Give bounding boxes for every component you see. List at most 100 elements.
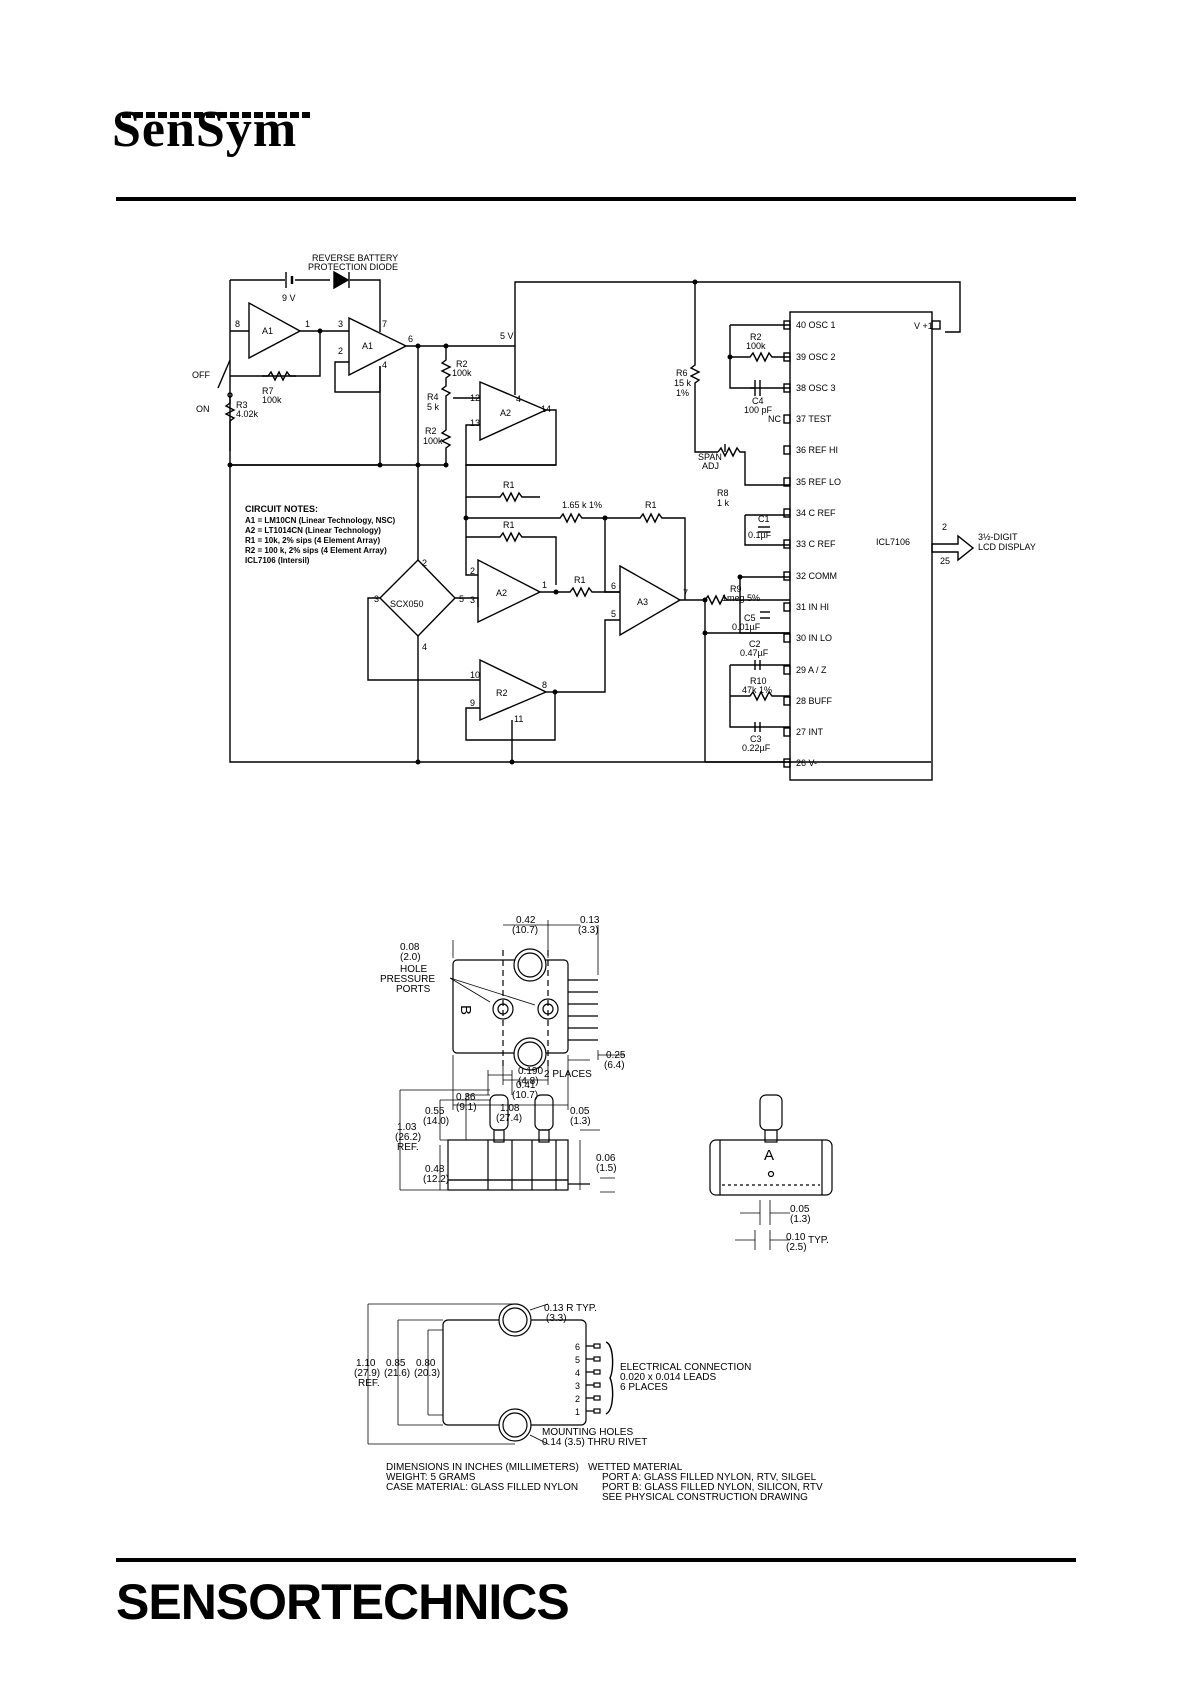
label-r6: R6 xyxy=(676,368,688,378)
label-r2c-value: 100k xyxy=(746,341,766,351)
label-a2-mid: A2 xyxy=(496,588,507,598)
dim-text: 1.10 xyxy=(356,1358,376,1369)
label-a2-top: A2 xyxy=(500,408,511,418)
dim-text: 0.48 xyxy=(425,1164,445,1175)
lead-brace xyxy=(605,1341,614,1415)
ic-pin-label: 37 TEST xyxy=(796,414,832,424)
ic-pin-label: 30 IN LO xyxy=(796,633,832,643)
dim-text: PRESSURE xyxy=(380,974,435,985)
power-switch xyxy=(217,359,231,389)
label-r7: R7 xyxy=(262,386,274,396)
dim-text: (6.4) xyxy=(604,1060,625,1071)
ic-pin-label: 38 OSC 3 xyxy=(796,383,836,393)
label-bus-top: 2 xyxy=(942,522,947,532)
ic-pin-label: 32 COMM xyxy=(796,571,837,581)
label-a1: A1 xyxy=(262,326,273,336)
label-r2b: R2 xyxy=(425,426,437,436)
label-r1b: R1 xyxy=(503,520,515,530)
dim-text: MOUNTING HOLES xyxy=(542,1427,633,1438)
label-reverse-battery: REVERSE BATTERY xyxy=(312,253,398,263)
drawing-note: CASE MATERIAL: GLASS FILLED NYLON xyxy=(386,1482,578,1493)
dim-text: 6 PLACES xyxy=(620,1382,668,1393)
label-c4: C4 xyxy=(752,396,764,406)
label-c2: C2 xyxy=(749,639,761,649)
label-c3: C3 xyxy=(750,734,762,744)
label-r1d: R1 xyxy=(574,575,586,585)
dim-text: (12.2) xyxy=(423,1174,449,1185)
label-c4-value: 100 pF xyxy=(744,405,773,415)
ic-pin-label: 39 OSC 2 xyxy=(796,352,836,362)
dim-text: (26.2) xyxy=(395,1132,421,1143)
dim-text: 0.190 xyxy=(518,1066,543,1077)
dim-text: 0.05 xyxy=(570,1106,590,1117)
label-a2-bot: R2 xyxy=(496,688,508,698)
pin-number: 6 xyxy=(611,581,616,591)
sensor-bridge-scx050 xyxy=(379,559,456,637)
dim-text: (21.6) xyxy=(384,1368,410,1379)
lead-number: 5 xyxy=(575,1355,580,1365)
bottom-mount-hole-bottom xyxy=(498,1408,532,1442)
dim-text: (10.7) xyxy=(512,925,538,936)
mount-boss-top xyxy=(513,948,547,982)
package-end-view xyxy=(709,1139,833,1196)
label-r8: R8 xyxy=(717,488,729,498)
junction-dots xyxy=(227,279,743,765)
dim-text: 0.020 x 0.014 LEADS xyxy=(620,1372,717,1383)
label-r4-value: 5 k xyxy=(427,402,440,412)
label-c5-value: 0.01µF xyxy=(732,622,761,632)
circuit-notes-title: CIRCUIT NOTES: xyxy=(245,504,318,514)
dim-text: 0.85 xyxy=(386,1358,406,1369)
dim-text: 0.13 xyxy=(580,915,600,926)
op-amp-a2-top xyxy=(479,380,548,442)
logo-decoration xyxy=(122,112,310,118)
dim-text: (27.4) xyxy=(496,1113,522,1124)
label-r3: R3 xyxy=(236,400,248,410)
dim-text: 0.41 xyxy=(516,1080,536,1091)
ic-pin-label: 26 V- xyxy=(796,758,817,768)
label-r2: R2 xyxy=(456,359,468,369)
pin-number: 6 xyxy=(408,334,413,344)
package-top-view xyxy=(452,959,569,1054)
label-r5-value: 1.65 k 1% xyxy=(562,500,602,510)
label-r3-value: 4.02k xyxy=(236,409,259,419)
drawing-note: PORT A: GLASS FILLED NYLON, RTV, SILGEL xyxy=(602,1472,817,1483)
dim-text: (14.0) xyxy=(423,1116,449,1127)
dim-text: 0.14 (3.5) THRU RIVET xyxy=(542,1437,647,1448)
circuit-note: R1 = 10k, 2% sips (4 Element Array) xyxy=(245,536,380,545)
end-view-port xyxy=(759,1094,783,1131)
dim-text: 0.05 xyxy=(790,1204,810,1215)
label-r8-value: 1 k xyxy=(717,498,730,508)
label-r2-value: 100k xyxy=(452,368,472,378)
pin-number: 7 xyxy=(683,588,688,598)
pin-number: 3 xyxy=(374,594,379,604)
dim-text: 1.08 xyxy=(500,1103,520,1114)
ic-pin-boxes xyxy=(783,320,941,768)
pin-number: 4 xyxy=(422,642,427,652)
pin-number: 5 xyxy=(459,594,464,604)
ic-pin-label: 35 REF LO xyxy=(796,477,841,487)
dim-text: (2.5) xyxy=(786,1242,807,1253)
drawing-note: WETTED MATERIAL xyxy=(588,1462,683,1473)
circuit-note: ICL7106 (Intersil) xyxy=(245,556,310,565)
label-r6-tol: 1% xyxy=(676,388,689,398)
ic-vplus: V +1 xyxy=(914,321,933,331)
pin-number: 3 xyxy=(470,595,475,605)
dim-text: 0.10 xyxy=(786,1232,806,1243)
dim-text: 0.36 xyxy=(456,1092,476,1103)
bottom-mount-hole-top xyxy=(498,1303,532,1337)
dim-text: (1.3) xyxy=(790,1214,811,1225)
resistor-r2-osc xyxy=(730,351,790,363)
label-sensor: SCX050 xyxy=(390,599,424,609)
label-r10: R10 xyxy=(750,676,767,686)
lcd-bus-arrow xyxy=(931,534,975,562)
sensortechnics-logo: SENSORTECHNICS xyxy=(116,1574,570,1630)
pin-number: 12 xyxy=(470,393,480,403)
pin-number: 14 xyxy=(541,404,551,414)
dim-text: PORTS xyxy=(396,984,431,995)
label-lcd-1: 3½-DIGIT xyxy=(978,532,1018,542)
label-r4: R4 xyxy=(427,392,439,402)
dim-text: (27.9) xyxy=(354,1368,380,1379)
circuit-note: A2 = LT1014CN (Linear Technology) xyxy=(245,526,381,535)
label-span: SPAN xyxy=(698,452,722,462)
drawing-note: PORT B: GLASS FILLED NYLON, SILICON, RTV xyxy=(602,1482,823,1493)
